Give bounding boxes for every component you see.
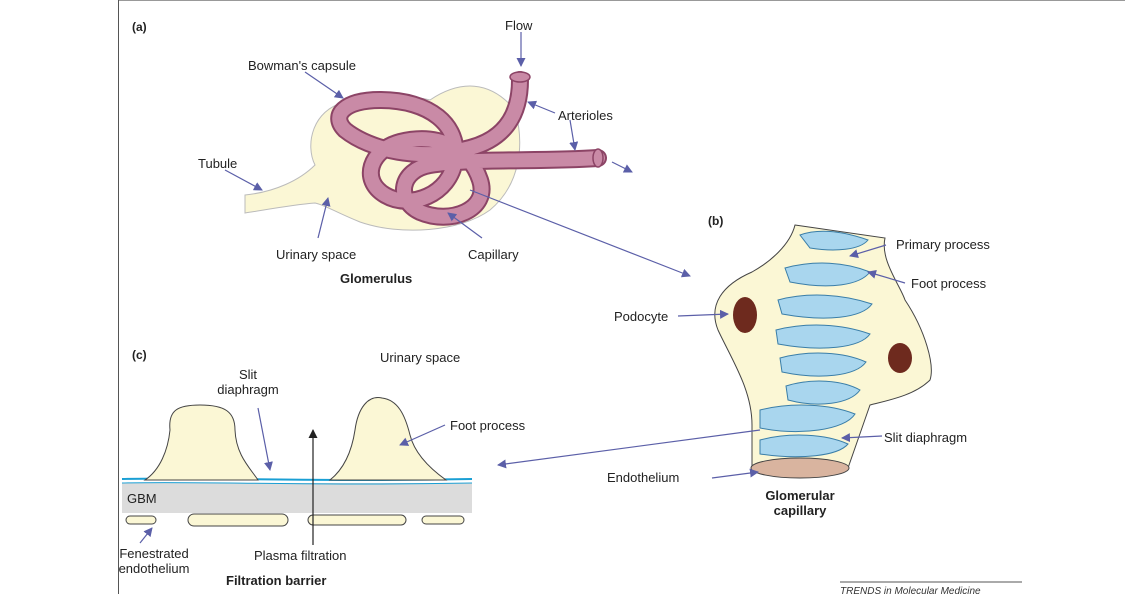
foot-process-left	[145, 405, 258, 480]
foot-process-label-c: Foot process	[450, 418, 525, 433]
panel-label-a: (a)	[132, 20, 147, 35]
podocyte-nucleus-right	[888, 343, 912, 373]
plasma-filtration-label: Plasma filtration	[254, 548, 346, 563]
fenestrated-endothelium-line2: endothelium	[116, 561, 192, 576]
gbm-layer	[122, 483, 472, 513]
endothelium-label: Endothelium	[607, 470, 679, 485]
glomerulus-title: Glomerulus	[340, 271, 412, 286]
foot-process-label-b: Foot process	[911, 276, 986, 291]
endothelium-opening	[751, 458, 849, 478]
endothelium-pad-4	[422, 516, 464, 524]
endothelium-pad-1	[126, 516, 156, 524]
glomerular-capillary-title-line1: Glomerular	[755, 488, 845, 503]
glomerular-capillary-title: Glomerular capillary	[755, 488, 845, 518]
panel-label-c: (c)	[132, 348, 147, 363]
panel-label-b: (b)	[708, 214, 723, 229]
capillary-label: Capillary	[468, 247, 519, 262]
arterioles-label: Arterioles	[558, 108, 613, 123]
slit-diaphragm-label-b: Slit diaphragm	[884, 430, 967, 445]
filtration-barrier-group	[122, 398, 472, 526]
fenestrated-endothelium-line1: Fenestrated	[116, 546, 192, 561]
endothelium-pad-2	[188, 514, 288, 526]
urinary-space-label-c: Urinary space	[380, 350, 460, 365]
slit-diaphragm-label-c-line1: Slit	[198, 367, 298, 382]
primary-process-label: Primary process	[896, 237, 990, 252]
glomerulus-group	[245, 72, 603, 230]
foot-process-right	[330, 398, 446, 480]
flow-label: Flow	[505, 18, 532, 33]
podocyte-label: Podocyte	[614, 309, 668, 324]
fenestrated-endothelium-label: Fenestrated endothelium	[116, 546, 192, 576]
slit-diaphragm-label-c: Slit diaphragm	[198, 367, 298, 397]
podocyte-nucleus-left	[733, 297, 757, 333]
journal-credit: TRENDS in Molecular Medicine	[840, 584, 981, 599]
endothelium-pad-3	[308, 515, 406, 525]
slit-diaphragm-label-c-line2: diaphragm	[198, 382, 298, 397]
filtration-barrier-title: Filtration barrier	[226, 573, 326, 588]
urinary-space-label-a: Urinary space	[276, 247, 356, 262]
gbm-label: GBM	[127, 491, 157, 506]
bowmans-capsule-label: Bowman's capsule	[248, 58, 356, 73]
efferent-arteriole-opening	[593, 149, 603, 167]
tubule-label: Tubule	[198, 156, 237, 171]
afferent-arteriole-opening	[510, 72, 530, 82]
glomerular-capillary-title-line2: capillary	[755, 503, 845, 518]
